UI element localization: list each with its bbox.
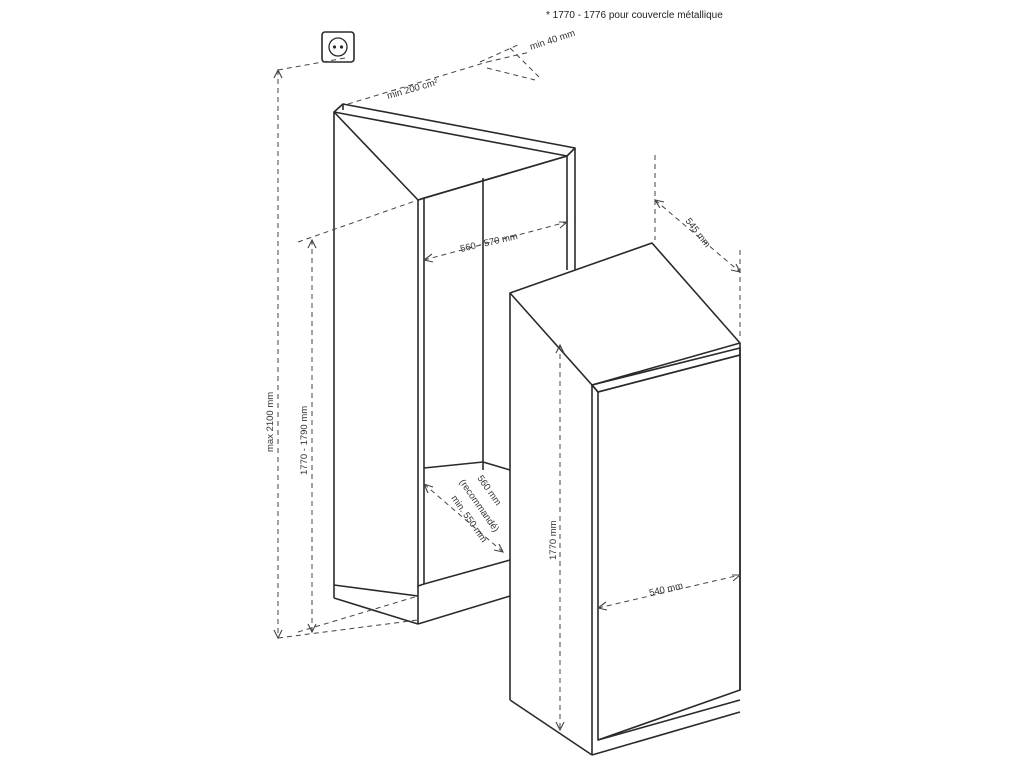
appliance-fridge xyxy=(509,242,741,756)
label-vent-top: min 200 cm² xyxy=(386,77,439,102)
label-gap-top: min 40 mm xyxy=(529,28,577,53)
dimension-lines xyxy=(277,43,741,730)
label-niche-width: 560 - 570 mm xyxy=(459,231,519,255)
label-max-height: max 2100 mm xyxy=(265,392,276,452)
footnote: * 1770 - 1776 pour couvercle métallique xyxy=(546,10,723,21)
label-niche-height: 1770 - 1790 mm xyxy=(299,406,310,475)
label-appliance-height: 1770 mm xyxy=(548,520,559,560)
dimension-arrows xyxy=(273,68,742,732)
dimension-labels: min 200 cm² min 40 mm max 2100 mm 1770 -… xyxy=(265,28,712,599)
label-appliance-depth: 545 mm xyxy=(683,216,713,250)
power-socket-icon xyxy=(321,31,355,63)
label-appliance-width: 540 mm xyxy=(648,580,684,598)
niche-cabinet xyxy=(333,103,576,625)
